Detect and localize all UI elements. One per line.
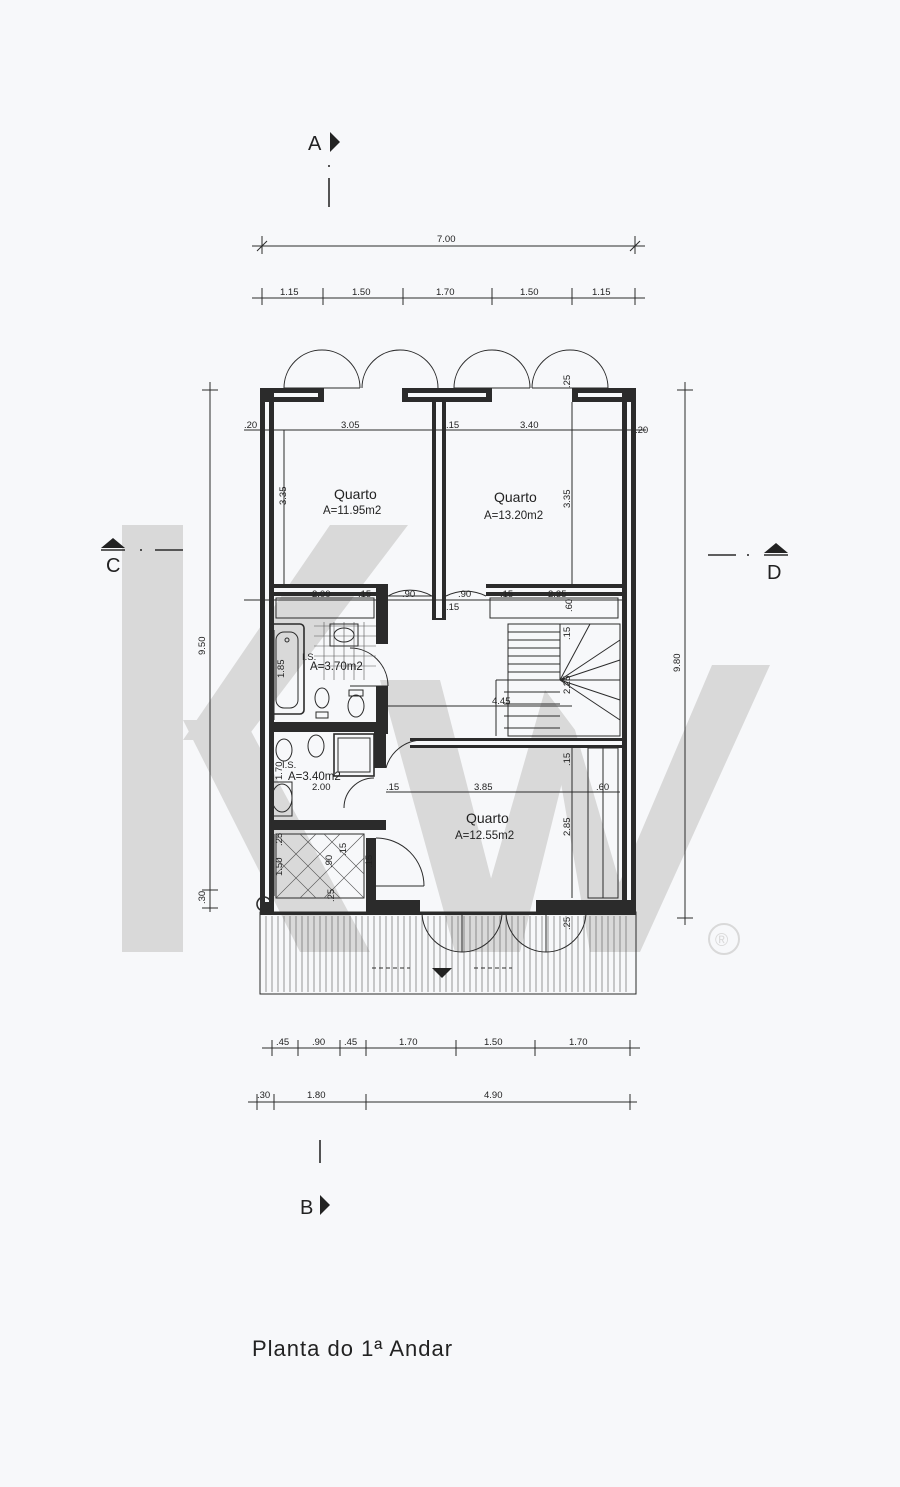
top-window-arcs	[283, 349, 609, 389]
dim-room3-wall: .25	[562, 917, 573, 930]
interior-walls	[274, 402, 622, 900]
dim-bottom-part-3: .45	[344, 1037, 357, 1048]
dim-bath2-depth: 1.70	[274, 762, 285, 781]
interior-dim-lines	[244, 402, 646, 898]
dim-door1: .90	[402, 589, 415, 600]
dim-bottom-part-6: 1.70	[569, 1037, 588, 1048]
dim-room3-width: 3.85	[474, 782, 493, 793]
section-arrow-b	[320, 1195, 330, 1215]
watermark-mark: ®	[715, 930, 728, 950]
dim-wc-wall: .15	[338, 843, 349, 856]
dim-room3-depth: 2.85	[562, 818, 573, 837]
dim-bottom-part-4: 1.70	[399, 1037, 418, 1048]
dim-top-wall: .25	[562, 375, 573, 388]
dim-wc-bottom: .25	[326, 889, 337, 902]
side-dimensions: 9.50 .30 9.80	[197, 382, 693, 925]
dim-top-part-1: 1.15	[280, 287, 299, 298]
dim-room1-depth: 3.35	[278, 487, 289, 506]
dim-door2: .90	[458, 589, 471, 600]
dim-wc-top: .25	[274, 833, 285, 846]
dim-stair-wall2: .15	[562, 753, 573, 766]
balcony-arrow	[432, 968, 452, 978]
bath-1-label: I.S.	[302, 652, 316, 663]
dim-room2-width: 3.40	[520, 420, 539, 431]
room-1-area: A=11.95m2	[323, 505, 381, 517]
room-3-area: A=12.55m2	[455, 830, 514, 842]
section-mark-b: B	[300, 1197, 313, 1219]
dim-top-part-2: 1.50	[352, 287, 371, 298]
dim-left-total: 9.50	[197, 637, 208, 656]
balcony	[259, 911, 637, 995]
dim-bottom-total-1: .30	[257, 1090, 270, 1101]
bath-2-label: I.S.	[282, 760, 296, 771]
dim-bottom-part-1: .45	[276, 1037, 289, 1048]
dim-wc-depth: 1.50	[274, 858, 285, 877]
section-arrow-a	[330, 132, 340, 152]
dim-bath1-depth: 1.85	[276, 660, 287, 679]
dim-hall-wall2: .15	[500, 589, 513, 600]
dim-left-bottom: .30	[197, 891, 208, 904]
dim-room3-closet: .60	[596, 782, 609, 793]
door-swings	[343, 589, 487, 887]
wc-shaft	[256, 833, 365, 912]
room-2-name: Quarto	[494, 489, 537, 505]
dim-wall-mid: .15	[446, 420, 459, 431]
closet-room3	[587, 747, 619, 899]
dim-closet-depth: .60	[564, 599, 575, 612]
section-mark-a: A	[308, 133, 322, 155]
dim-closet-width: 2.35	[548, 589, 567, 600]
dim-bath1-width: 2.00	[312, 589, 331, 600]
room-labels: Quarto A=11.95m2 Quarto A=13.20m2 Quarto…	[282, 486, 543, 842]
interior-dim-labels: .20 3.05 .15 3.40 .20 .25 3.35 3.35 2.00…	[244, 375, 648, 930]
section-mark-d: D	[767, 562, 781, 584]
dim-stair-h: 2.25	[562, 676, 573, 695]
section-arrow-d	[764, 543, 788, 553]
dim-wall-left: .20	[244, 420, 257, 431]
dim-wc-door: .90	[324, 855, 335, 868]
dim-top-total: 7.00	[437, 234, 456, 245]
room-3-name: Quarto	[466, 810, 509, 826]
room-2-area: A=13.20m2	[484, 510, 543, 522]
dim-room1-width: 3.05	[341, 420, 360, 431]
dim-top-part-3: 1.70	[436, 287, 455, 298]
top-dimensions: 7.00 1.15 1.50 1.70 1.50 1.15	[252, 234, 645, 305]
dim-bath2-wall: .15	[386, 782, 399, 793]
plan-title: Planta do 1ª Andar	[252, 1336, 453, 1361]
dim-room2-depth: 3.35	[562, 490, 573, 509]
dim-bottom-total-2: 1.80	[307, 1090, 326, 1101]
dim-bottom-part-5: 1.50	[484, 1037, 503, 1048]
bath-2-area: A=3.40m2	[288, 771, 341, 783]
dim-right-total: 9.80	[672, 654, 683, 673]
section-arrow-c	[101, 538, 125, 548]
room-1-name: Quarto	[334, 486, 377, 502]
dim-wall-right: .20	[635, 425, 648, 436]
staircase	[495, 623, 621, 737]
dim-wc-side: .15	[364, 855, 375, 868]
bedroom-closets	[275, 597, 619, 619]
dim-bottom-part-2: .90	[312, 1037, 325, 1048]
dim-hall-length: 4.45	[492, 696, 511, 707]
bottom-dimensions: .45 .90 .45 1.70 1.50 1.70 .30 1.80 4.90	[248, 1037, 640, 1110]
bath-1-area: A=3.70m2	[310, 661, 363, 673]
dim-bottom-total-3: 4.90	[484, 1090, 503, 1101]
dim-hall-wall1: .15	[446, 602, 459, 613]
bathroom-fixtures	[269, 622, 376, 817]
dim-top-part-5: 1.15	[592, 287, 611, 298]
dim-stair-wall1: .15	[562, 627, 573, 640]
section-mark-c: C	[106, 555, 120, 577]
dim-bath1-wall: .15	[358, 589, 371, 600]
dim-top-part-4: 1.50	[520, 287, 539, 298]
dim-bath2-width: 2.00	[312, 782, 331, 793]
